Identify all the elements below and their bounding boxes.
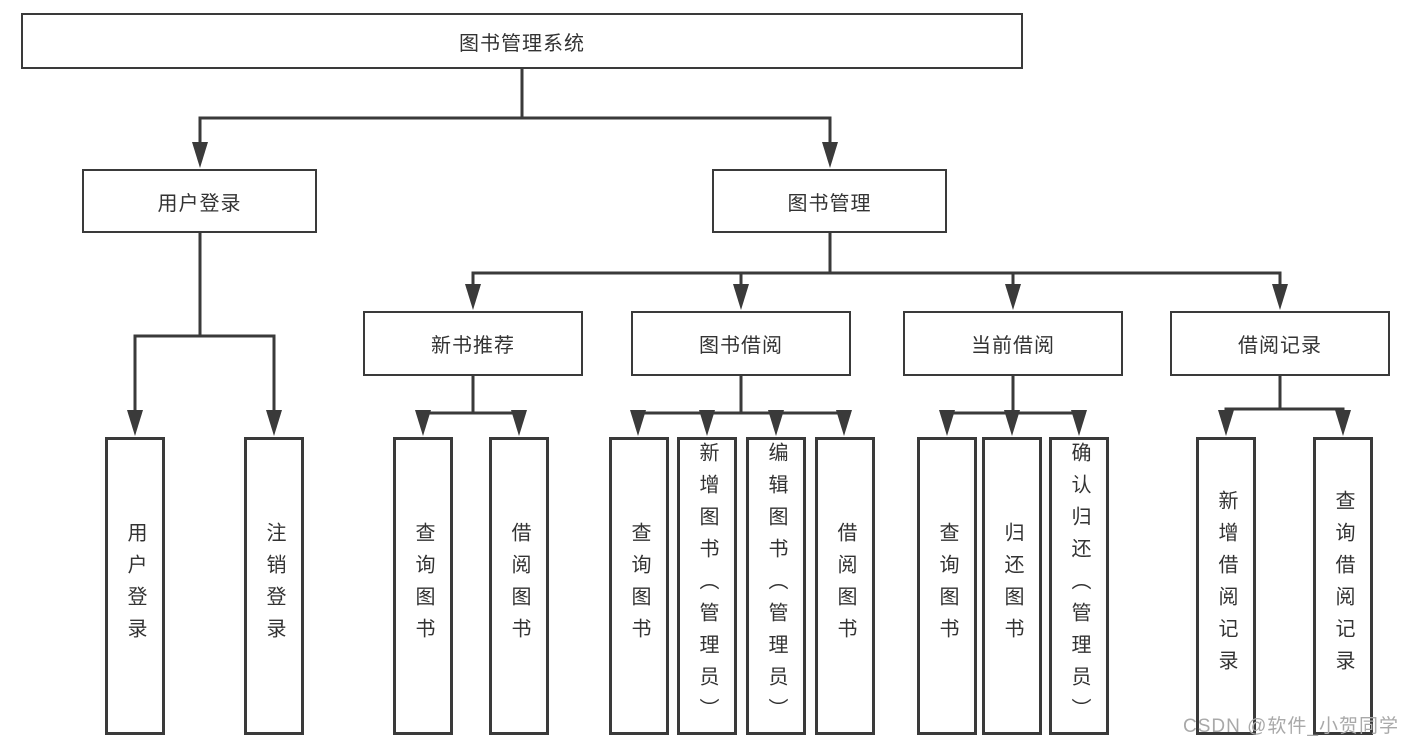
leaf-edit-books-admin-label: 编辑图书（管理员） (765, 442, 787, 730)
watermark: CSDN @软件_小贺同学 (1183, 716, 1399, 737)
node-borrowing-records-label: 借阅记录 (1238, 335, 1322, 357)
leaf-add-books-admin: 新增图书（管理员） (677, 437, 737, 735)
node-new-book-recommendation-label: 新书推荐 (431, 335, 515, 357)
leaf-search-books-recommend-label: 查询图书 (412, 522, 434, 650)
leaf-search-books-current-label: 查询图书 (936, 522, 958, 650)
leaf-borrow-books-label: 借阅图书 (834, 522, 856, 650)
node-new-book-recommendation: 新书推荐 (363, 311, 583, 376)
leaf-user-login-label: 用户登录 (124, 522, 146, 650)
node-current-borrowing: 当前借阅 (903, 311, 1123, 376)
leaf-search-books-current: 查询图书 (917, 437, 977, 735)
leaf-borrow-books-recommend: 借阅图书 (489, 437, 549, 735)
leaf-borrow-books-recommend-label: 借阅图书 (508, 522, 530, 650)
leaf-search-books-recommend: 查询图书 (393, 437, 453, 735)
node-root: 图书管理系统 (21, 13, 1023, 69)
leaf-add-borrow-record-label: 新增借阅记录 (1215, 490, 1237, 682)
leaf-search-borrow-record: 查询借阅记录 (1313, 437, 1373, 735)
leaf-add-borrow-record: 新增借阅记录 (1196, 437, 1256, 735)
leaf-confirm-return-admin-label: 确认归还（管理员） (1068, 442, 1090, 730)
leaf-search-books-borrowing-label: 查询图书 (628, 522, 650, 650)
leaf-logout: 注销登录 (244, 437, 304, 735)
leaf-edit-books-admin: 编辑图书（管理员） (746, 437, 806, 735)
leaf-confirm-return-admin: 确认归还（管理员） (1049, 437, 1109, 735)
leaf-add-books-admin-label: 新增图书（管理员） (696, 442, 718, 730)
leaf-return-books: 归还图书 (982, 437, 1042, 735)
node-book-management-label: 图书管理 (787, 192, 872, 215)
node-user-login-label: 用户登录 (157, 192, 242, 215)
leaf-borrow-books: 借阅图书 (815, 437, 875, 735)
node-root-label: 图书管理系统 (459, 32, 585, 55)
node-user-login: 用户登录 (82, 169, 317, 233)
node-book-borrowing: 图书借阅 (631, 311, 851, 376)
leaf-search-books-borrowing: 查询图书 (609, 437, 669, 735)
leaf-user-login: 用户登录 (105, 437, 165, 735)
node-borrowing-records: 借阅记录 (1170, 311, 1390, 376)
node-book-management: 图书管理 (712, 169, 947, 233)
node-book-borrowing-label: 图书借阅 (699, 335, 783, 357)
node-current-borrowing-label: 当前借阅 (971, 335, 1055, 357)
leaf-return-books-label: 归还图书 (1001, 522, 1023, 650)
leaf-search-borrow-record-label: 查询借阅记录 (1332, 490, 1354, 682)
leaf-logout-label: 注销登录 (263, 522, 285, 650)
